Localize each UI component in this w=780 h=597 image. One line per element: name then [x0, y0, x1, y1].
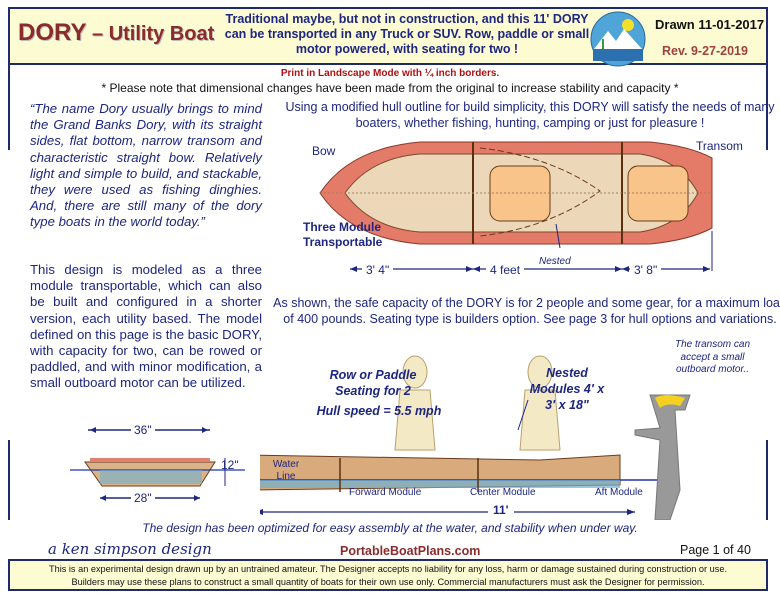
frame-right: [766, 65, 768, 150]
water-line-label: Water Line: [272, 459, 300, 482]
dimensional-note: * Please note that dimensional changes h…: [101, 81, 679, 95]
revision-date: Rev. 9-27-2019: [662, 44, 748, 58]
transom-label: Transom: [696, 139, 743, 153]
hull-speed: Hull speed = 5.5 mph: [316, 404, 442, 418]
disclaimer-line-1: This is an experimental design drawn up …: [48, 564, 728, 574]
overall-length: 11': [488, 503, 514, 517]
disclaimer-box: This is an experimental design drawn up …: [8, 559, 768, 591]
nested-modules-label: Nested Modules 4' x 3' x 18": [529, 366, 605, 412]
dory-quote: “The name Dory usually brings to mind th…: [30, 101, 262, 230]
dim-center-module: 4 feet: [486, 263, 525, 277]
capacity-note: As shown, the safe capacity of the DORY …: [273, 296, 780, 326]
section-height: 12": [221, 458, 239, 472]
section-bottom-width: 28": [131, 491, 155, 505]
design-description: This design is modeled as a three module…: [30, 262, 262, 391]
title-sub: – Utility Boat: [86, 23, 215, 45]
disclaimer-line-2: Builders may use these plans to construc…: [71, 577, 705, 587]
section-top-width: 36": [131, 423, 155, 437]
plan-intro: Using a modified hull outline for build …: [285, 100, 775, 130]
module-label: Three Module Transportable: [303, 220, 383, 249]
bow-label: Bow: [312, 144, 336, 158]
side-view-drawing: [260, 355, 691, 520]
section-view-drawing: [70, 427, 245, 501]
motor-note: The transom can accept a small outboard …: [674, 339, 751, 375]
frame-right-lower: [766, 440, 768, 520]
drawn-date: Drawn 11-01-2017: [655, 17, 765, 32]
forward-module-label: Forward Module: [349, 487, 422, 498]
frame-left: [8, 65, 10, 150]
dim-aft-module: 3' 8": [630, 263, 662, 277]
dim-bow-module: 3' 4": [362, 263, 394, 277]
tagline: Traditional maybe, but not in constructi…: [224, 12, 590, 56]
website-link[interactable]: PortableBoatPlans.com: [340, 544, 481, 558]
title-main: DORY: [18, 19, 87, 46]
print-note: Print in Landscape Mode with ¼ inch bord…: [280, 68, 500, 79]
frame-left-lower: [8, 440, 10, 520]
page-title: DORY – Utility Boat: [18, 19, 214, 47]
center-module-label: Center Module: [470, 487, 536, 498]
page-number: Page 1 of 40: [680, 543, 751, 557]
aft-module-label: Aft Module: [595, 487, 643, 498]
designer-signature: a ken simpson design: [48, 540, 212, 558]
ken-simpson-designs-logo: [590, 11, 646, 67]
nested-label: Nested: [539, 256, 571, 267]
plan-view-drawing: [319, 141, 713, 272]
optimized-note: The design has been optimized for easy a…: [142, 521, 638, 535]
seating-label: Row or Paddle Seating for 2: [329, 368, 417, 398]
